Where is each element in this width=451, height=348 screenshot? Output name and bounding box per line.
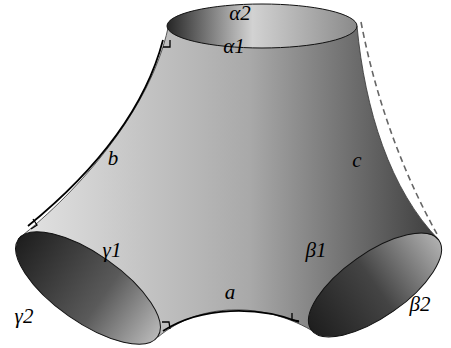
seam-b: [28, 40, 163, 226]
right-angle-mark: [163, 40, 170, 47]
top-cuff: [167, 4, 357, 48]
right-cuff: [293, 214, 451, 348]
curve-label: b: [108, 148, 119, 169]
left-cuff: [0, 211, 177, 348]
curve-label: γ2: [15, 306, 34, 327]
curve-label: β2: [410, 294, 431, 315]
curve-label: γ1: [103, 240, 122, 261]
curve-label: a: [225, 282, 236, 303]
seam-a: [163, 311, 299, 331]
curve-label: α2: [229, 3, 251, 24]
right-angle-mark: [162, 322, 170, 329]
right-angle-mark: [292, 313, 299, 321]
curve-label: c: [352, 150, 361, 171]
curve-label: α1: [223, 36, 245, 57]
seam-c: [361, 22, 437, 234]
right-angle-mark: [31, 219, 37, 229]
curve-label: β1: [306, 240, 327, 261]
